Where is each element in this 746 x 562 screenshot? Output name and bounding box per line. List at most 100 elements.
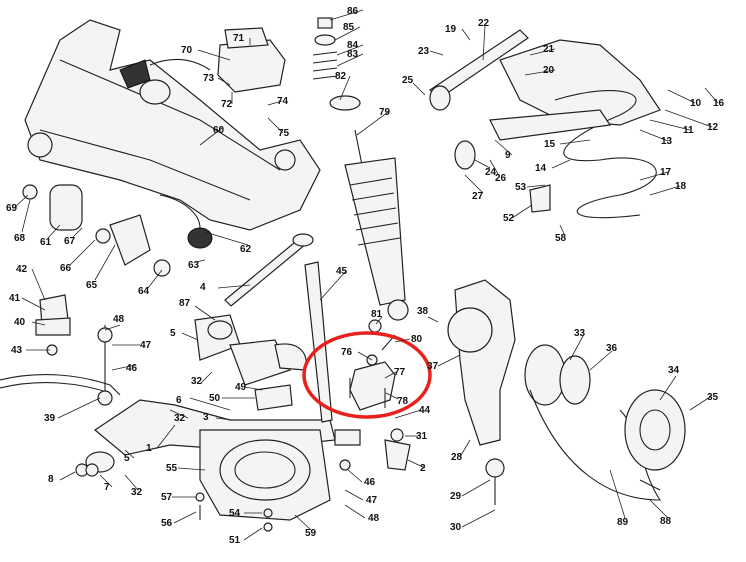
leader-line [526,184,546,188]
callout-label-31: 31 [416,431,428,442]
callout-label-57: 57 [161,492,173,503]
callout-label-22: 22 [478,18,490,29]
callout-label-18: 18 [675,181,687,192]
shock-absorber-part [344,129,409,321]
bushes-part [22,184,213,277]
callout-label-62: 62 [240,244,252,255]
callout-label-36: 36 [606,343,618,354]
callout-label-44: 44 [419,405,431,416]
leader-line [156,424,176,449]
callout-label-38: 38 [417,306,429,317]
callout-label-85: 85 [343,22,355,33]
leader-line [13,194,29,209]
callout-label-7: 7 [104,482,110,493]
leader-line [59,471,76,481]
leader-line [464,174,484,194]
leader-line [71,227,83,239]
callout-label-13: 13 [661,136,673,147]
callout-label-81: 81 [371,309,383,320]
callout-label-21: 21 [543,44,555,55]
callout-label-23: 23 [418,46,430,57]
callout-label-27: 27 [472,191,484,202]
callout-label-74: 74 [277,96,289,107]
callout-label-69: 69 [6,203,18,214]
leader-line [474,159,491,169]
leader-line [336,53,364,67]
callout-label-48: 48 [368,513,380,524]
leader-line [344,489,364,501]
leader-line [21,297,46,311]
callout-label-15: 15 [544,139,556,150]
callout-label-76: 76 [341,347,353,358]
callout-label-5: 5 [124,453,130,464]
subframe-part [24,19,321,231]
leader-line [659,375,677,401]
callout-label-16: 16 [713,98,725,109]
leader-line [356,111,389,136]
callout-label-63: 63 [188,260,200,271]
leader-line [197,49,231,61]
leader-line [429,50,444,56]
leader-line [461,28,471,41]
callout-label-75: 75 [278,128,290,139]
callout-label-25: 25 [402,75,414,86]
leader-line [181,332,199,341]
leader-line [639,129,669,142]
leader-line [459,439,471,458]
leader-line [244,386,263,391]
leader-line [199,127,223,146]
leader-line [384,371,397,379]
leader-line [489,159,499,175]
leader-line [267,117,284,134]
leader-line [294,514,312,531]
leader-line [529,48,556,56]
callout-label-53: 53 [515,182,527,193]
callout-label-9: 9 [505,150,511,161]
leader-line [147,269,163,289]
tie-rods-part [224,233,333,423]
leader-line [217,284,251,289]
callout-label-12: 12 [707,122,719,133]
callout-label-88: 88 [660,516,672,527]
bracket-part [349,319,396,411]
leader-line [461,479,491,497]
callout-label-46: 46 [364,477,376,488]
callout-label-79: 79 [379,107,391,118]
leader-line [427,316,439,323]
callout-label-47: 47 [366,495,378,506]
leader-line [195,259,206,263]
callout-label-32: 32 [191,376,203,387]
leader-line [649,185,681,196]
leader-line [589,350,613,371]
callout-label-42: 42 [16,264,28,275]
leader-line [482,25,486,61]
leader-line [57,397,101,419]
leader-line [124,449,135,459]
callout-label-30: 30 [450,522,462,533]
leader-line [31,321,46,326]
callout-label-50: 50 [209,393,221,404]
callout-label-72: 72 [221,99,233,110]
callout-label-46: 46 [126,363,138,374]
leader-line [267,100,283,106]
callout-label-29: 29 [450,491,462,502]
leader-line [334,26,361,41]
leader-line [412,82,426,96]
engine-mount-part [119,27,286,105]
callout-label-17: 17 [660,167,672,178]
callout-label-3: 3 [203,412,209,423]
leader-line [385,392,399,400]
leader-line [329,9,364,21]
leader-line [177,467,206,471]
leader-line [99,474,113,488]
leader-line [217,77,231,86]
callout-label-39: 39 [44,413,56,424]
leader-line [31,268,46,301]
callout-label-52: 52 [503,213,515,224]
leader-line [357,351,373,361]
leader-line [336,44,364,56]
callout-label-51: 51 [229,535,241,546]
callout-label-82: 82 [335,71,347,82]
